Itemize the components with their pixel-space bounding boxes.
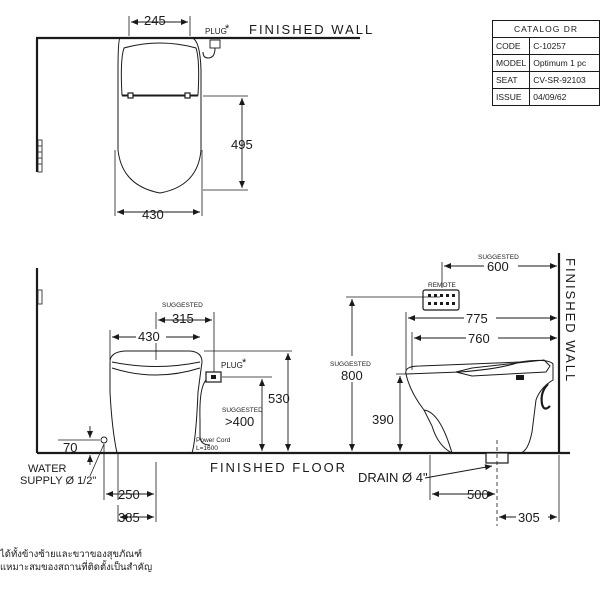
catalog-value: 04/09/62	[529, 88, 600, 106]
wall-control-panel	[37, 139, 43, 173]
catalog-value: Optimum 1 pc	[529, 54, 600, 72]
dim-side-390: 390	[372, 412, 394, 427]
catalog-key: SEAT	[491, 71, 531, 89]
dim-top-245: 245	[144, 13, 166, 28]
hinge-left	[127, 92, 134, 99]
front-plug-label: PLUG	[221, 361, 243, 370]
water-supply-size: SUPPLY Ø 1/2"	[20, 475, 96, 487]
dim-front-430: 430	[138, 329, 160, 344]
dim-side-500: 500	[467, 487, 489, 502]
catalog-value: C-10257	[529, 37, 600, 55]
catalog-key: CODE	[491, 37, 531, 55]
toilet-plan-inner	[120, 42, 200, 96]
finished-floor-label: FINISHED FLOOR	[210, 460, 347, 475]
hinge-right	[184, 92, 191, 99]
top-plug-icon	[202, 39, 221, 59]
dim-front-70: 70	[63, 440, 77, 455]
top-plug-mark: *	[225, 23, 230, 35]
side-valve-icon	[516, 375, 524, 380]
side-supply-hose	[540, 383, 551, 410]
catalog-key: ISSUE	[491, 88, 531, 106]
catalog-row: CODE C-10257	[491, 37, 600, 55]
catalog-row: MODEL Optimum 1 pc	[491, 54, 600, 72]
dim-side-600: 600	[487, 259, 509, 274]
toilet-side-outline	[405, 359, 554, 454]
power-cord-length: L=1600	[196, 445, 218, 452]
top-view: PLUG * FINISHED WALL 245 495 430	[35, 13, 374, 222]
remote-label: REMOTE	[428, 282, 456, 289]
dim-side-775: 775	[466, 311, 488, 326]
toilet-plan-outline	[117, 37, 202, 194]
installation-notes: ได้ทั้งข้างซ้ายและขวาของสุขภัณฑ์ แหมาะสม…	[0, 548, 152, 574]
front-suggested-label: SUGGESTED	[162, 302, 203, 309]
front-plug-mark: *	[242, 357, 247, 369]
water-supply-label: WATER	[28, 463, 67, 475]
power-cord-line	[199, 379, 211, 446]
dim-front-385: 385	[118, 510, 140, 525]
catalog-title: CATALOG DR	[492, 20, 600, 38]
catalog-row: ISSUE 04/09/62	[491, 88, 600, 106]
side-view: FINISHED WALL SUGGESTED 600 REMOTE 775 7…	[330, 253, 578, 526]
water-supply-icon	[100, 436, 108, 444]
remote-buttons	[428, 294, 455, 305]
catalog-row: SEAT CV-SR-92103	[491, 71, 600, 89]
top-finished-wall-label: FINISHED WALL	[249, 22, 374, 37]
side-suggested-height-label: SUGGESTED	[330, 361, 371, 368]
dim-side-800: 800	[341, 368, 363, 383]
catalog-value: CV-SR-92103	[529, 71, 600, 89]
front-wall-panel	[37, 289, 43, 305]
note-line: แหมาะสมของสถานที่ติดตั้งเป็นสำคัญ	[0, 562, 153, 573]
dim-top-430: 430	[142, 207, 164, 222]
dim-front-530: 530	[268, 391, 290, 406]
note-line: ได้ทั้งข้างซ้ายและขวาของสุขภัณฑ์	[0, 549, 142, 560]
drain-label: DRAIN Ø 4"	[358, 470, 428, 485]
side-suggested-label: SUGGESTED	[478, 254, 519, 261]
side-finished-wall-label: FINISHED WALL	[563, 258, 578, 383]
dim-front-250: 250	[118, 487, 140, 502]
dim-side-305: 305	[518, 510, 540, 525]
remote-control-icon	[422, 289, 460, 311]
dim-front-315: 315	[172, 311, 194, 326]
dim-top-495: 495	[231, 137, 253, 152]
front-suggested-plug-label: SUGGESTED	[222, 407, 263, 414]
toilet-front-outline	[109, 350, 203, 454]
top-plug-label: PLUG	[205, 27, 227, 36]
dim-front-400: >400	[225, 414, 254, 429]
dim-side-760: 760	[468, 331, 490, 346]
catalog-info-table: CATALOG DR CODE C-10257 MODEL Optimum 1 …	[491, 20, 600, 106]
power-cord-label: Power Cord	[196, 437, 231, 444]
catalog-key: MODEL	[491, 54, 531, 72]
front-plug-socket	[211, 375, 216, 379]
